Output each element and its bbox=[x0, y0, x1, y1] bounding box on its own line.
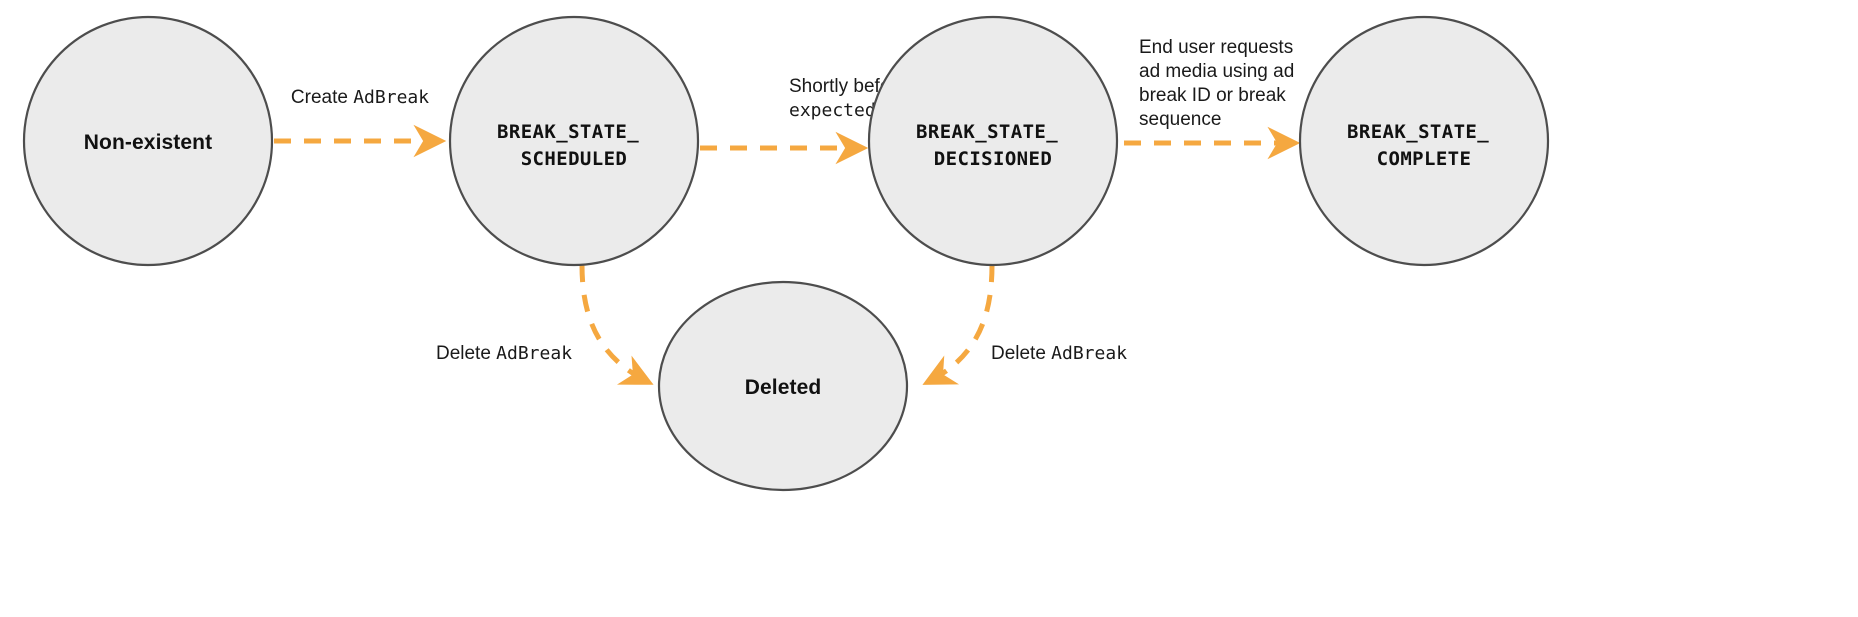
edge-delete-adbreak-from-scheduled[interactable]: Delete AdBreak bbox=[436, 264, 654, 385]
state-node-break-state-complete[interactable]: BREAK_STATE_ COMPLETE bbox=[1298, 15, 1550, 267]
edge-create-adbreak-label: Create AdBreak bbox=[291, 87, 429, 108]
state-node-break-state-decisioned[interactable]: BREAK_STATE_ DECISIONED bbox=[867, 15, 1119, 267]
state-node-non-existent[interactable]: Non-existent bbox=[22, 15, 274, 267]
state-node-non-existent-label: Non-existent bbox=[84, 131, 212, 154]
edge-end-user-requests-label: End user requests ad media using ad brea… bbox=[1139, 37, 1299, 130]
edge-delete-from-decisioned-path bbox=[922, 264, 995, 385]
edge-create-adbreak[interactable]: Create AdBreak bbox=[274, 87, 447, 158]
edge-delete-from-scheduled-path bbox=[579, 264, 654, 385]
state-node-break-state-scheduled-shape bbox=[448, 15, 700, 267]
state-node-deleted-label: Deleted bbox=[745, 376, 822, 399]
state-node-deleted-shape bbox=[657, 280, 909, 492]
edge-delete-from-scheduled-label: Delete AdBreak bbox=[436, 343, 572, 364]
state-node-deleted[interactable]: Deleted bbox=[657, 280, 909, 492]
edge-delete-from-decisioned-label: Delete AdBreak bbox=[991, 343, 1127, 364]
state-node-break-state-scheduled[interactable]: BREAK_STATE_ SCHEDULED bbox=[448, 15, 700, 267]
state-node-break-state-complete-shape bbox=[1298, 15, 1550, 267]
state-node-non-existent-shape bbox=[22, 15, 274, 267]
state-node-break-state-scheduled-label: BREAK_STATE_ SCHEDULED bbox=[497, 121, 651, 170]
state-node-break-state-decisioned-shape bbox=[867, 15, 1119, 267]
state-node-break-state-decisioned-label: BREAK_STATE_ DECISIONED bbox=[916, 121, 1070, 170]
state-node-break-state-complete-label: BREAK_STATE_ COMPLETE bbox=[1347, 121, 1501, 170]
edge-delete-adbreak-from-decisioned[interactable]: Delete AdBreak bbox=[922, 264, 1127, 385]
edge-end-user-requests-ad-media[interactable]: End user requests ad media using ad brea… bbox=[1124, 37, 1301, 160]
